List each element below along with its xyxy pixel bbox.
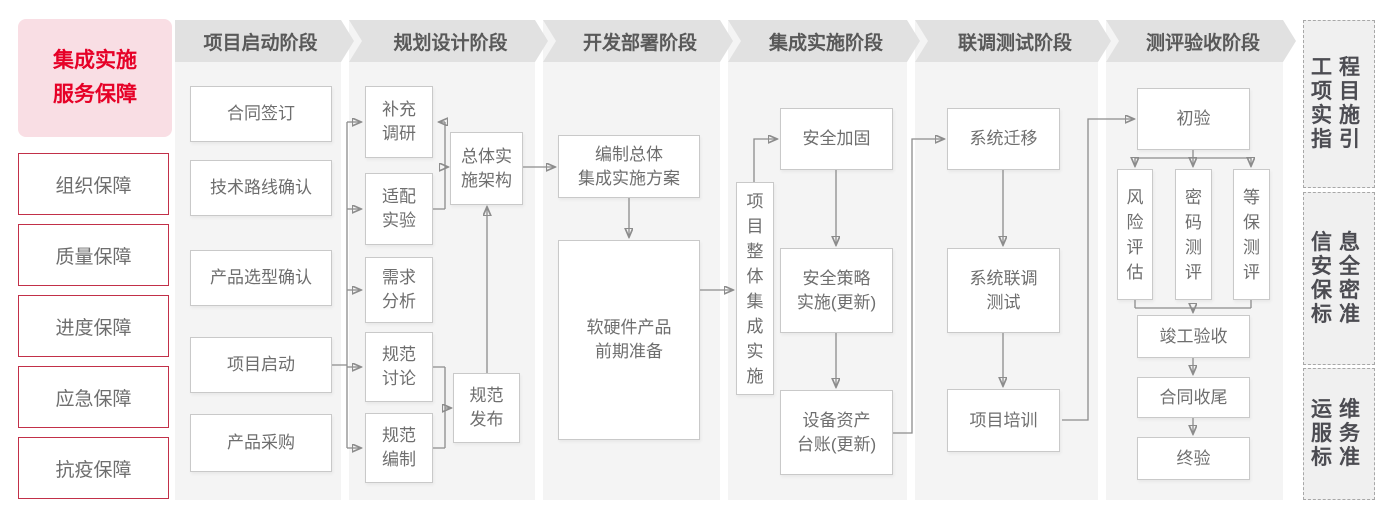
node-overall-implementation-architecture: 总体实 施架构: [450, 132, 523, 205]
node-hw-sw-preparation: 软硬件产品 前期准备: [558, 240, 700, 440]
node-joint-debug-testing: 系统联调 测试: [947, 248, 1060, 333]
node-adaptation-test: 适配 实验: [365, 173, 433, 245]
phase-header-label: 联调测试阶段: [957, 32, 1072, 54]
node-initial-acceptance: 初验: [1137, 88, 1250, 150]
node-supplementary-research: 补充 调研: [365, 86, 433, 158]
phase-header-label: 测评验收阶段: [1145, 32, 1260, 54]
standard-operation-maintenance-service: 运维 服务 标准: [1303, 368, 1375, 500]
node-mlps-evaluation: 等 保 测 评: [1233, 169, 1270, 300]
standard-information-security-confidentiality: 信息 安全 保密 标准: [1303, 192, 1375, 365]
node-requirement-analysis: 需求 分析: [365, 257, 433, 323]
node-spec-drafting: 规范 编制: [365, 413, 433, 483]
node-asset-ledger-update: 设备资产 台账(更新): [780, 390, 893, 475]
phase-header-label: 集成实施阶段: [768, 32, 883, 54]
sidebar-item-organization-guarantee: 组织保障: [18, 153, 169, 215]
node-overall-integration-implementation: 项 目 整 体 集 成 实 施: [736, 182, 774, 395]
sidebar-item-quality-guarantee: 质量保障: [18, 224, 169, 286]
standard-engineering-project-guideline: 工程 项目 实施 指引: [1303, 20, 1375, 188]
phase-header-project-kickoff: 项目启动阶段: [175, 20, 354, 62]
phase-header-label: 规划设计阶段: [393, 32, 508, 54]
node-contract-closure: 合同收尾: [1137, 377, 1250, 418]
phase-header-develop-deploy: 开发部署阶段: [543, 20, 733, 62]
phase-header-label: 项目启动阶段: [203, 32, 318, 54]
sidebar-item-emergency-guarantee: 应急保障: [18, 366, 169, 428]
node-project-training: 项目培训: [947, 389, 1060, 452]
phase-header-evaluation-acceptance: 测评验收阶段: [1106, 20, 1296, 62]
node-product-selection-confirm: 产品选型确认: [190, 250, 332, 306]
node-product-procurement: 产品采购: [190, 414, 332, 472]
node-final-acceptance: 终验: [1137, 437, 1250, 480]
node-completion-acceptance: 竣工验收: [1137, 315, 1250, 358]
phase-header-planning-design: 规划设计阶段: [349, 20, 548, 62]
node-crypto-evaluation: 密 码 测 评: [1175, 169, 1212, 300]
sidebar-item-schedule-guarantee: 进度保障: [18, 295, 169, 357]
node-risk-assessment: 风 险 评 估: [1117, 169, 1153, 300]
phase-header-label: 开发部署阶段: [582, 32, 697, 54]
node-tech-route-confirm: 技术路线确认: [190, 160, 332, 216]
node-security-hardening: 安全加固: [780, 108, 893, 170]
phase-header-integration: 集成实施阶段: [728, 20, 920, 62]
node-security-policy-update: 安全策略 实施(更新): [780, 248, 893, 333]
node-project-kickoff: 项目启动: [190, 337, 332, 393]
node-overall-integration-plan: 编制总体 集成实施方案: [558, 135, 700, 198]
node-system-migration: 系统迁移: [947, 108, 1060, 170]
node-spec-release: 规范 发布: [453, 373, 520, 443]
phase-header-joint-test: 联调测试阶段: [915, 20, 1111, 62]
sidebar-title: 集成实施 服务保障: [18, 19, 172, 137]
node-contract-signing: 合同签订: [190, 86, 332, 142]
node-spec-discussion: 规范 讨论: [365, 332, 433, 402]
sidebar-item-epidemic-guarantee: 抗疫保障: [18, 437, 169, 499]
